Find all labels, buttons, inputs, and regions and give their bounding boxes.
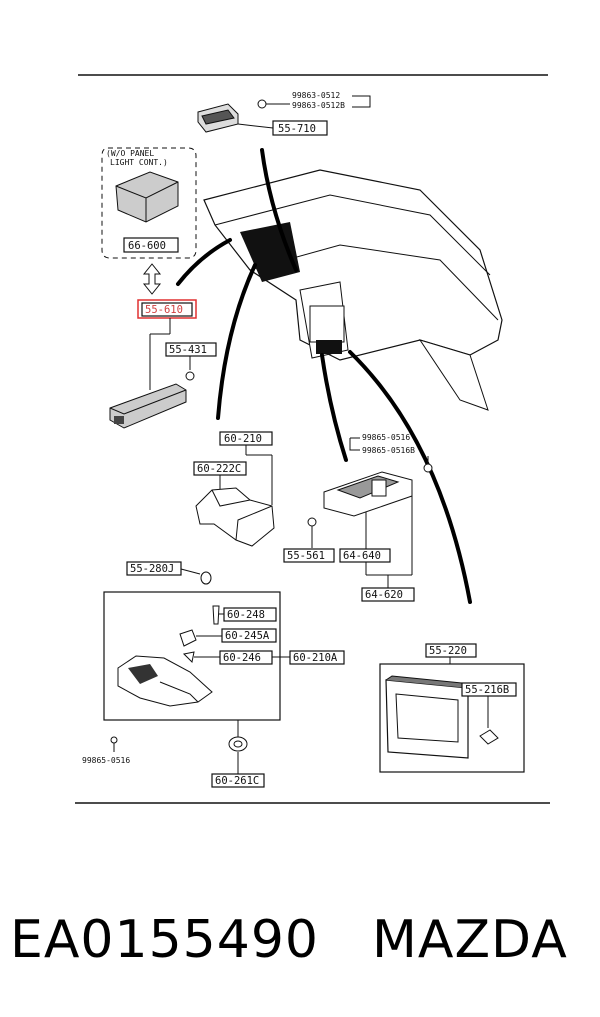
highlight-55-610	[137, 299, 197, 319]
center-bezel-panel	[385, 675, 474, 759]
label-box-55-561	[283, 548, 335, 563]
brand-name: MAZDA	[372, 910, 568, 970]
note-wo-panel: (W/O PANEL	[106, 149, 154, 158]
dimmer-switch	[109, 383, 187, 429]
ashtray-assembly	[323, 471, 413, 517]
bezel-part	[197, 99, 290, 133]
parts-diagram: 99863-0512 99863-0512B 55-710 (W/O PANEL…	[75, 74, 550, 804]
label-64-640: 64-640	[343, 550, 381, 562]
label-55-431: 55-431	[169, 344, 207, 356]
label-box-55-431	[165, 342, 217, 357]
caption-bar: EA0155490 MAZDA	[0, 900, 600, 980]
label-55-710: 55-710	[278, 123, 316, 135]
label-55-610: 55-610	[145, 304, 183, 316]
column-cover	[195, 487, 275, 547]
dashboard	[203, 169, 503, 411]
label-box-55-216b	[461, 682, 517, 697]
label-60-222c: 60-222C	[197, 463, 241, 475]
label-99865-0516-bottom: 99865-0516	[82, 756, 130, 765]
label-55-561: 55-561	[287, 550, 325, 562]
label-box-60-261c	[211, 773, 265, 788]
label-66-600: 66-600	[128, 240, 166, 252]
label-60-246: 60-246	[223, 652, 261, 664]
label-box-64-640	[339, 548, 391, 563]
label-60-210a: 60-210A	[293, 652, 338, 664]
label-box-60-210a	[289, 650, 345, 665]
label-box-66-600	[123, 237, 179, 253]
label-99865-0516-top: 99865-0516	[362, 433, 410, 442]
interchange-arrow	[142, 263, 162, 295]
label-60-261c: 60-261C	[215, 775, 259, 787]
lower-left-frame	[103, 591, 281, 721]
label-99863-0512: 99863-0512	[292, 91, 340, 100]
label-60-245a: 60-245A	[225, 630, 270, 642]
label-64-620: 64-620	[365, 589, 403, 601]
label-55-216b: 55-216B	[465, 684, 509, 696]
label-box-64-620	[361, 587, 415, 602]
panel-frame-55-220	[379, 663, 525, 773]
wo-panel-light-cont-frame	[101, 147, 197, 259]
label-box-55-610	[141, 302, 193, 317]
lower-column-cover	[117, 655, 213, 707]
label-box-55-220	[425, 643, 477, 658]
label-55-220: 55-220	[429, 645, 467, 657]
label-60-210: 60-210	[224, 433, 262, 445]
label-60-248: 60-248	[227, 609, 265, 621]
panel-light-switch	[115, 171, 179, 223]
part-number: EA0155490	[10, 910, 320, 970]
label-99863-0512b: 99863-0512B	[292, 101, 345, 110]
label-99865-0516b: 99865-0516B	[362, 446, 415, 455]
label-box-55-280j	[126, 561, 182, 576]
label-55-280j: 55-280J	[130, 563, 174, 575]
note-light-cont: LIGHT CONT.)	[110, 158, 168, 167]
